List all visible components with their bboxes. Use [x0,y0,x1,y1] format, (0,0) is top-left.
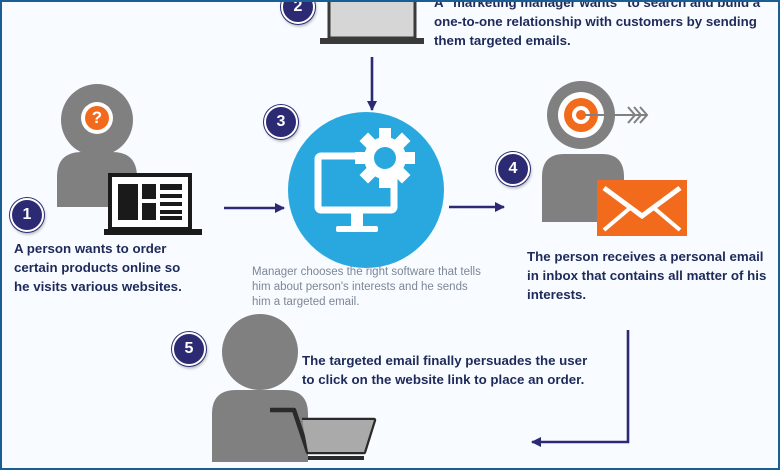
step-2-text: A "marketing manager wants" to search an… [434,0,761,48]
step-1-text: A person wants to order certain products… [14,241,182,294]
step-5-badge: 5 [172,332,206,366]
step-1-badge: 1 [10,198,44,232]
step-3-text: Manager chooses the right software that … [252,266,481,308]
arrow-step4-to-step5 [531,330,630,447]
step-5-text: The targeted email finally persuades the… [302,353,588,387]
question-glyph: ? [91,108,103,127]
arrow-icon [585,106,649,124]
envelope-icon [597,180,687,236]
step-4-badge: 4 [496,152,530,186]
step-3-badge: 3 [264,105,298,139]
step-4-text: The person receives a personal email in … [527,249,767,302]
